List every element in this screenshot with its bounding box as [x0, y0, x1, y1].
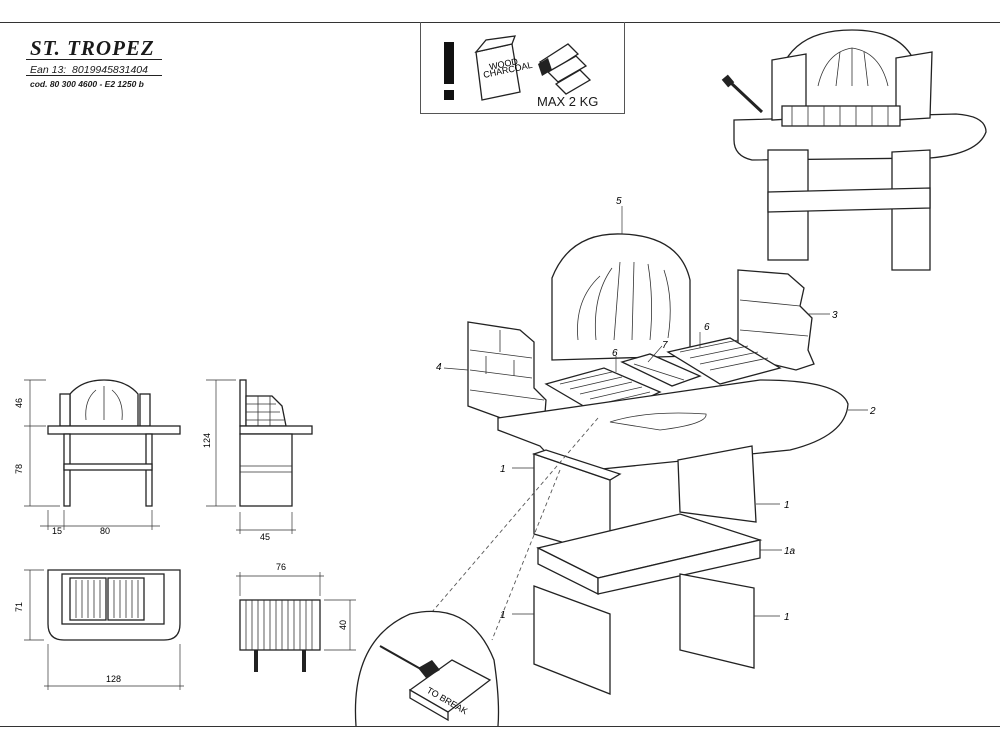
max-load-label: MAX 2 KG — [537, 94, 599, 109]
leg-rear-right-1 — [677, 445, 757, 523]
dim-front-width: 80 — [100, 526, 110, 536]
break-detail-callout: TO BREAK — [354, 417, 599, 727]
leader-lines — [443, 206, 868, 617]
side-dimensions — [206, 379, 296, 534]
product-code: cod. 80 300 4600 - E2 1250 b — [30, 79, 144, 89]
ean-line: Ean 13: 8019945831404 — [30, 64, 148, 76]
part-label-1-lower-right: 1 — [784, 612, 790, 623]
plan-dimensions — [24, 569, 184, 690]
dim-front-side: 15 — [52, 526, 62, 536]
ean-rule — [26, 75, 162, 76]
dim-plan-width: 128 — [106, 674, 121, 684]
leg-lower-right-1 — [679, 573, 755, 669]
part-label-1-front: 1 — [500, 464, 506, 475]
plan-view — [47, 569, 181, 641]
ash-tray-7 — [620, 353, 702, 387]
title-rule — [26, 59, 162, 60]
leg-front-left-1 — [531, 449, 622, 557]
part-label-3: 3 — [832, 310, 838, 321]
ean-value: 8019945831404 — [72, 64, 148, 76]
back-panel-5 — [551, 233, 691, 361]
wood-logs-icon — [538, 43, 592, 95]
front-elevation — [47, 379, 181, 507]
part-label-1-rear: 1 — [784, 500, 790, 511]
ean-label: Ean 13: — [30, 64, 67, 76]
grill-left-6 — [544, 367, 662, 419]
part-label-4: 4 — [436, 362, 442, 373]
side-elevation — [239, 379, 313, 507]
grill-dimensions — [236, 572, 356, 651]
part-label-6a: 6 — [612, 348, 618, 359]
dim-side-depth: 45 — [260, 532, 270, 542]
part-label-6b: 6 — [704, 322, 710, 333]
dim-plan-depth: 71 — [14, 602, 24, 612]
part-label-1-lower-left: 1 — [500, 610, 506, 621]
dim-side-height: 124 — [202, 433, 212, 448]
part-label-2: 2 — [869, 406, 876, 417]
grill-detail — [239, 599, 321, 672]
dim-front-top: 46 — [14, 398, 24, 408]
exclamation-icon — [444, 42, 454, 100]
dim-front-bottom: 78 — [14, 464, 24, 474]
part-label-7: 7 — [662, 340, 668, 351]
dim-grill-depth: 40 — [338, 620, 348, 630]
dim-grill-width: 76 — [276, 562, 286, 572]
side-panel-4 — [467, 321, 547, 431]
front-dimensions — [24, 379, 160, 530]
charcoal-bag-icon: WOOD CHARCOAL — [474, 35, 533, 101]
shelf-1a — [536, 513, 763, 596]
part-label-5: 5 — [616, 196, 622, 207]
product-title: ST. TROPEZ — [30, 36, 155, 60]
part-label-1a: 1a — [784, 546, 796, 557]
drawing-frame — [0, 22, 1000, 727]
brush-icon — [721, 74, 764, 114]
grill-right-6 — [666, 337, 782, 385]
assembled-barbecue-view — [733, 29, 987, 271]
side-panel-3 — [737, 269, 815, 371]
leg-lower-left-1 — [533, 585, 611, 695]
warning-box — [420, 22, 625, 114]
